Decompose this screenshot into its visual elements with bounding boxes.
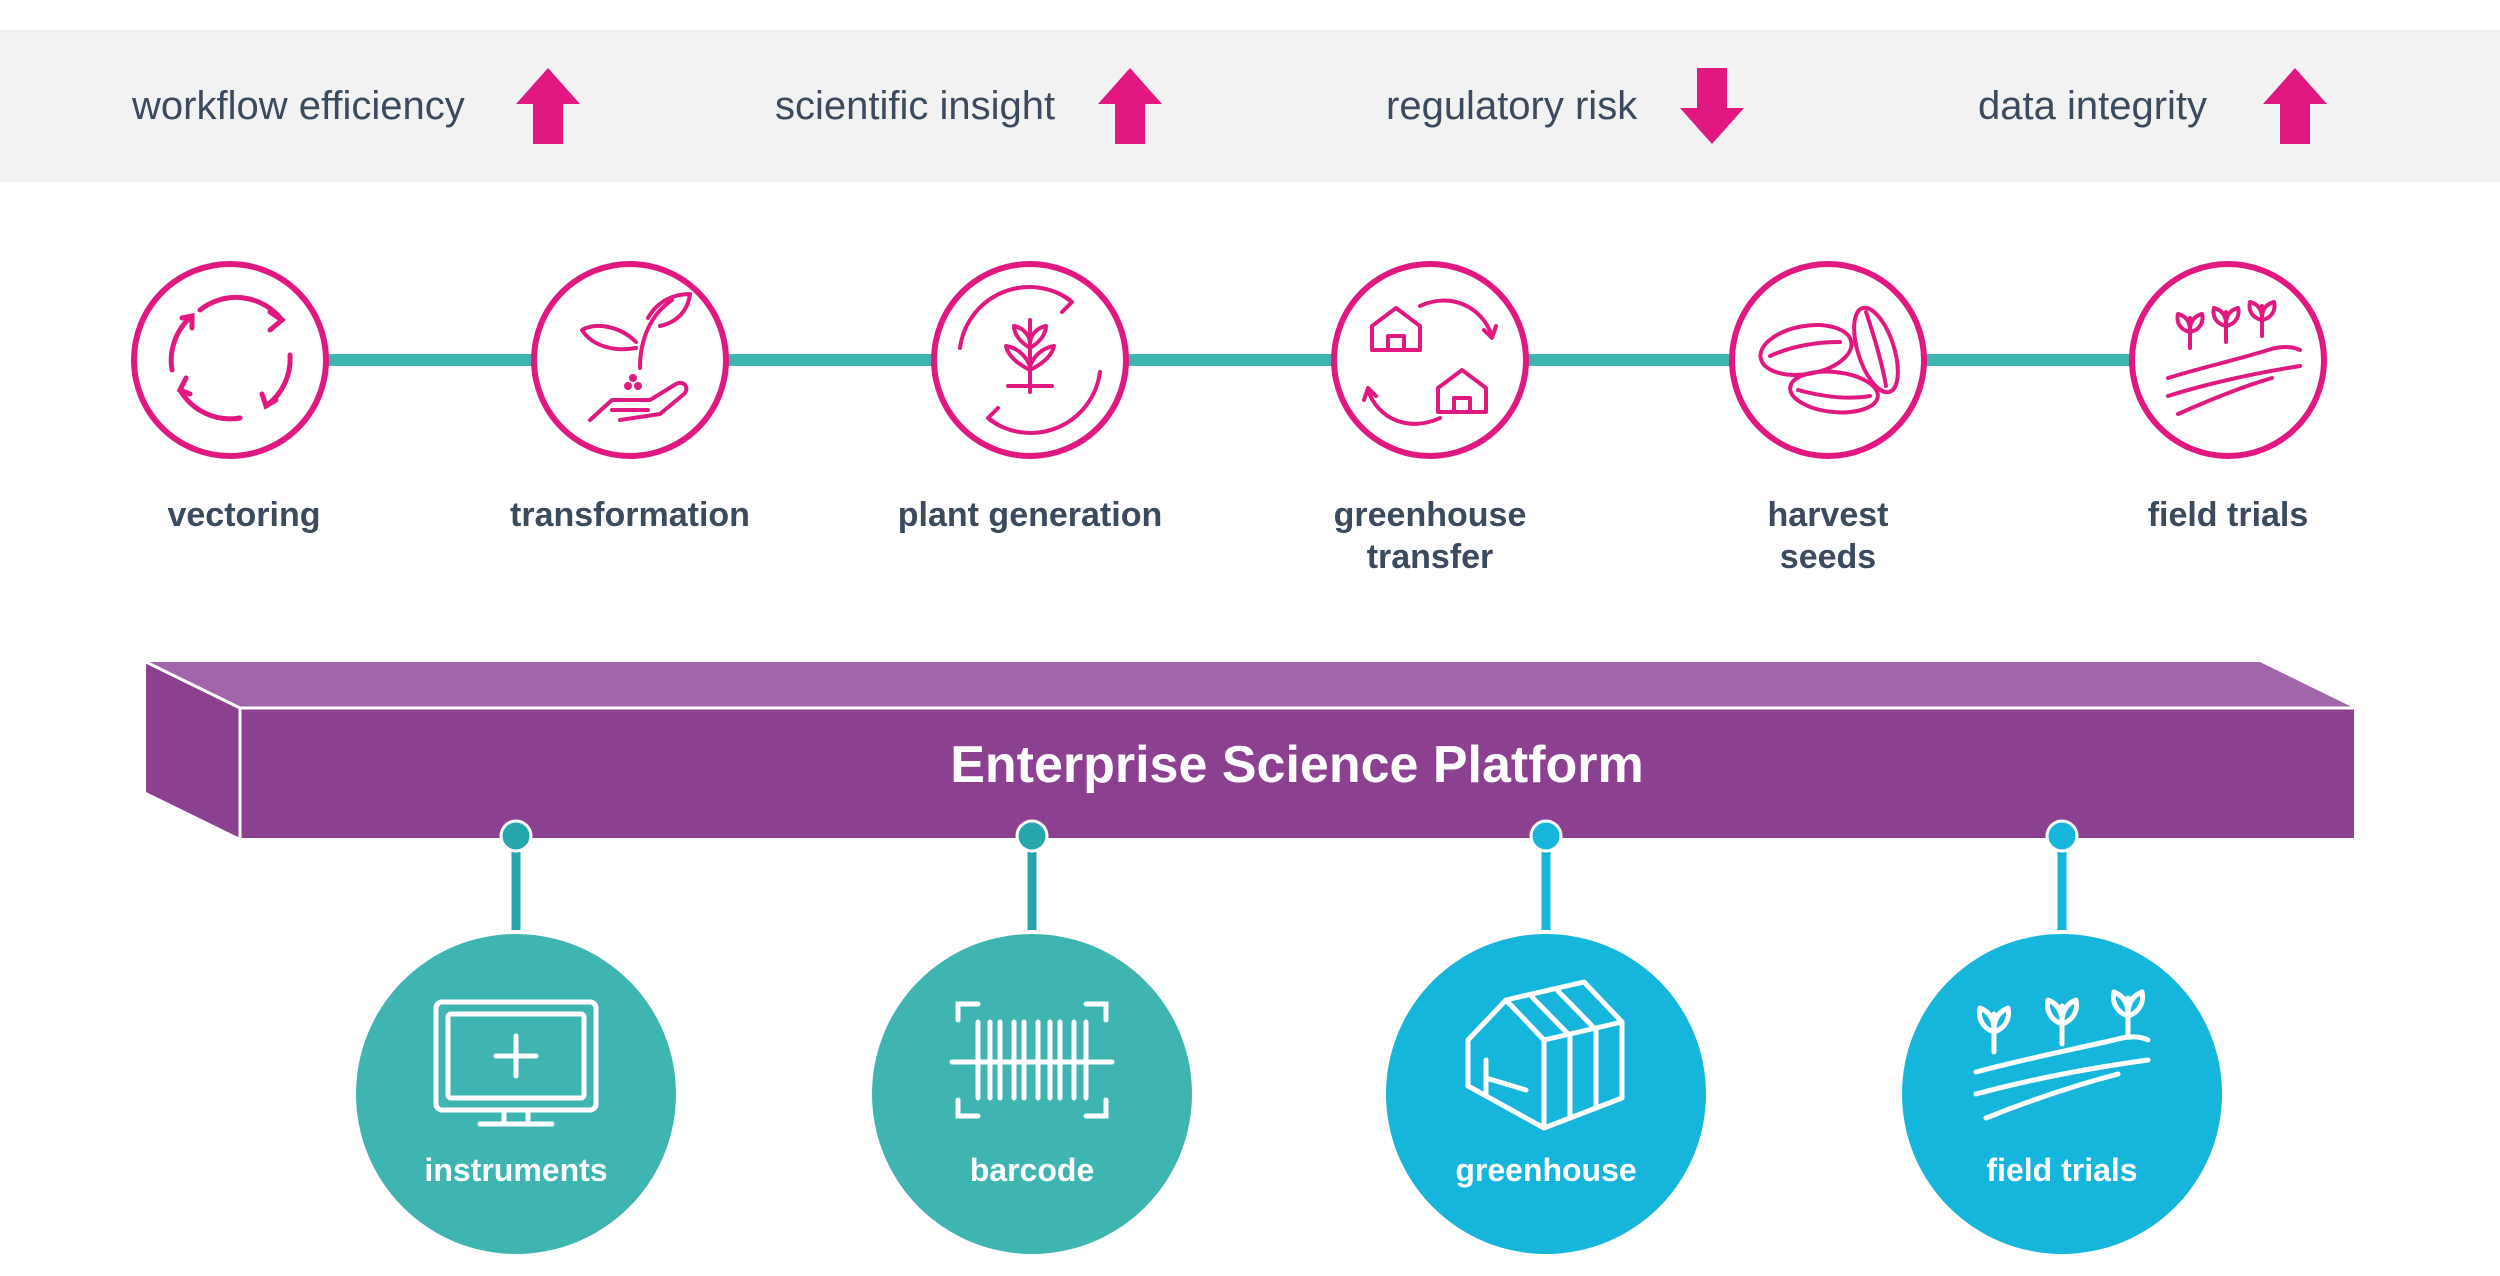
- metric-label-scientific-insight: scientific insight: [775, 84, 1056, 128]
- step-label-harvest-seeds: harvest seeds: [1767, 496, 1889, 576]
- module-connector-instruments: [499, 819, 533, 930]
- field-crops-icon: [1973, 989, 2151, 1121]
- metric-label-regulatory-risk: regulatory risk: [1386, 84, 1638, 128]
- module-label-barcode: barcode: [969, 1152, 1095, 1188]
- arrow-up-icon: [516, 68, 580, 144]
- step-circle-field-trials: [2129, 261, 2327, 459]
- module-label-field-trials: field trials: [1986, 1152, 2138, 1188]
- cycle-arrows-icon: [168, 294, 293, 422]
- arrow-down-icon: [1680, 68, 1744, 144]
- module-circle-field-trials: [1902, 934, 2222, 1254]
- step-label-field-trials: field trials: [2147, 496, 2309, 534]
- outcomes-banner: [0, 30, 2500, 182]
- plant-cycle-icon: [958, 285, 1102, 435]
- platform-title: Enterprise Science Platform: [950, 736, 1644, 794]
- step-circle-greenhouse-transfer: [1331, 261, 1529, 459]
- step-circle-plant-generation: [931, 261, 1129, 459]
- step-label-plant-generation: plant generation: [897, 496, 1163, 534]
- module-circle-greenhouse: [1386, 934, 1706, 1254]
- monitor-plus-icon: [433, 999, 599, 1127]
- module-circle-instruments: [356, 934, 676, 1254]
- houses-transfer-icon: [1362, 298, 1498, 426]
- step-circle-transformation: [531, 261, 729, 459]
- step-label-transformation: transformation: [510, 496, 750, 534]
- module-label-greenhouse: greenhouse: [1455, 1152, 1637, 1188]
- module-circle-barcode: [872, 934, 1192, 1254]
- barcode-scan-icon: [949, 1001, 1115, 1119]
- step-circle-harvest-seeds: [1729, 261, 1927, 459]
- step-label-greenhouse-transfer: greenhouse transfer: [1333, 496, 1527, 576]
- module-label-instruments: instruments: [424, 1152, 608, 1188]
- arrow-up-icon: [1098, 68, 1162, 144]
- module-connector-greenhouse: [1529, 819, 1563, 930]
- step-label-vectoring: vectoring: [167, 496, 321, 534]
- greenhouse-icon: [1465, 979, 1625, 1131]
- seeds-icon: [1758, 305, 1900, 415]
- arrow-up-icon: [2263, 68, 2327, 144]
- metric-label-workflow-efficiency: workflow efficiency: [132, 84, 465, 128]
- metric-label-data-integrity: data integrity: [1978, 84, 2208, 128]
- module-connector-barcode: [1015, 819, 1049, 930]
- field-crops-icon: [2166, 300, 2302, 416]
- step-circle-vectoring: [131, 261, 329, 459]
- platform-bar: [145, 660, 2354, 838]
- module-connector-field-trials: [2045, 819, 2079, 930]
- hand-sprout-icon: [580, 292, 692, 422]
